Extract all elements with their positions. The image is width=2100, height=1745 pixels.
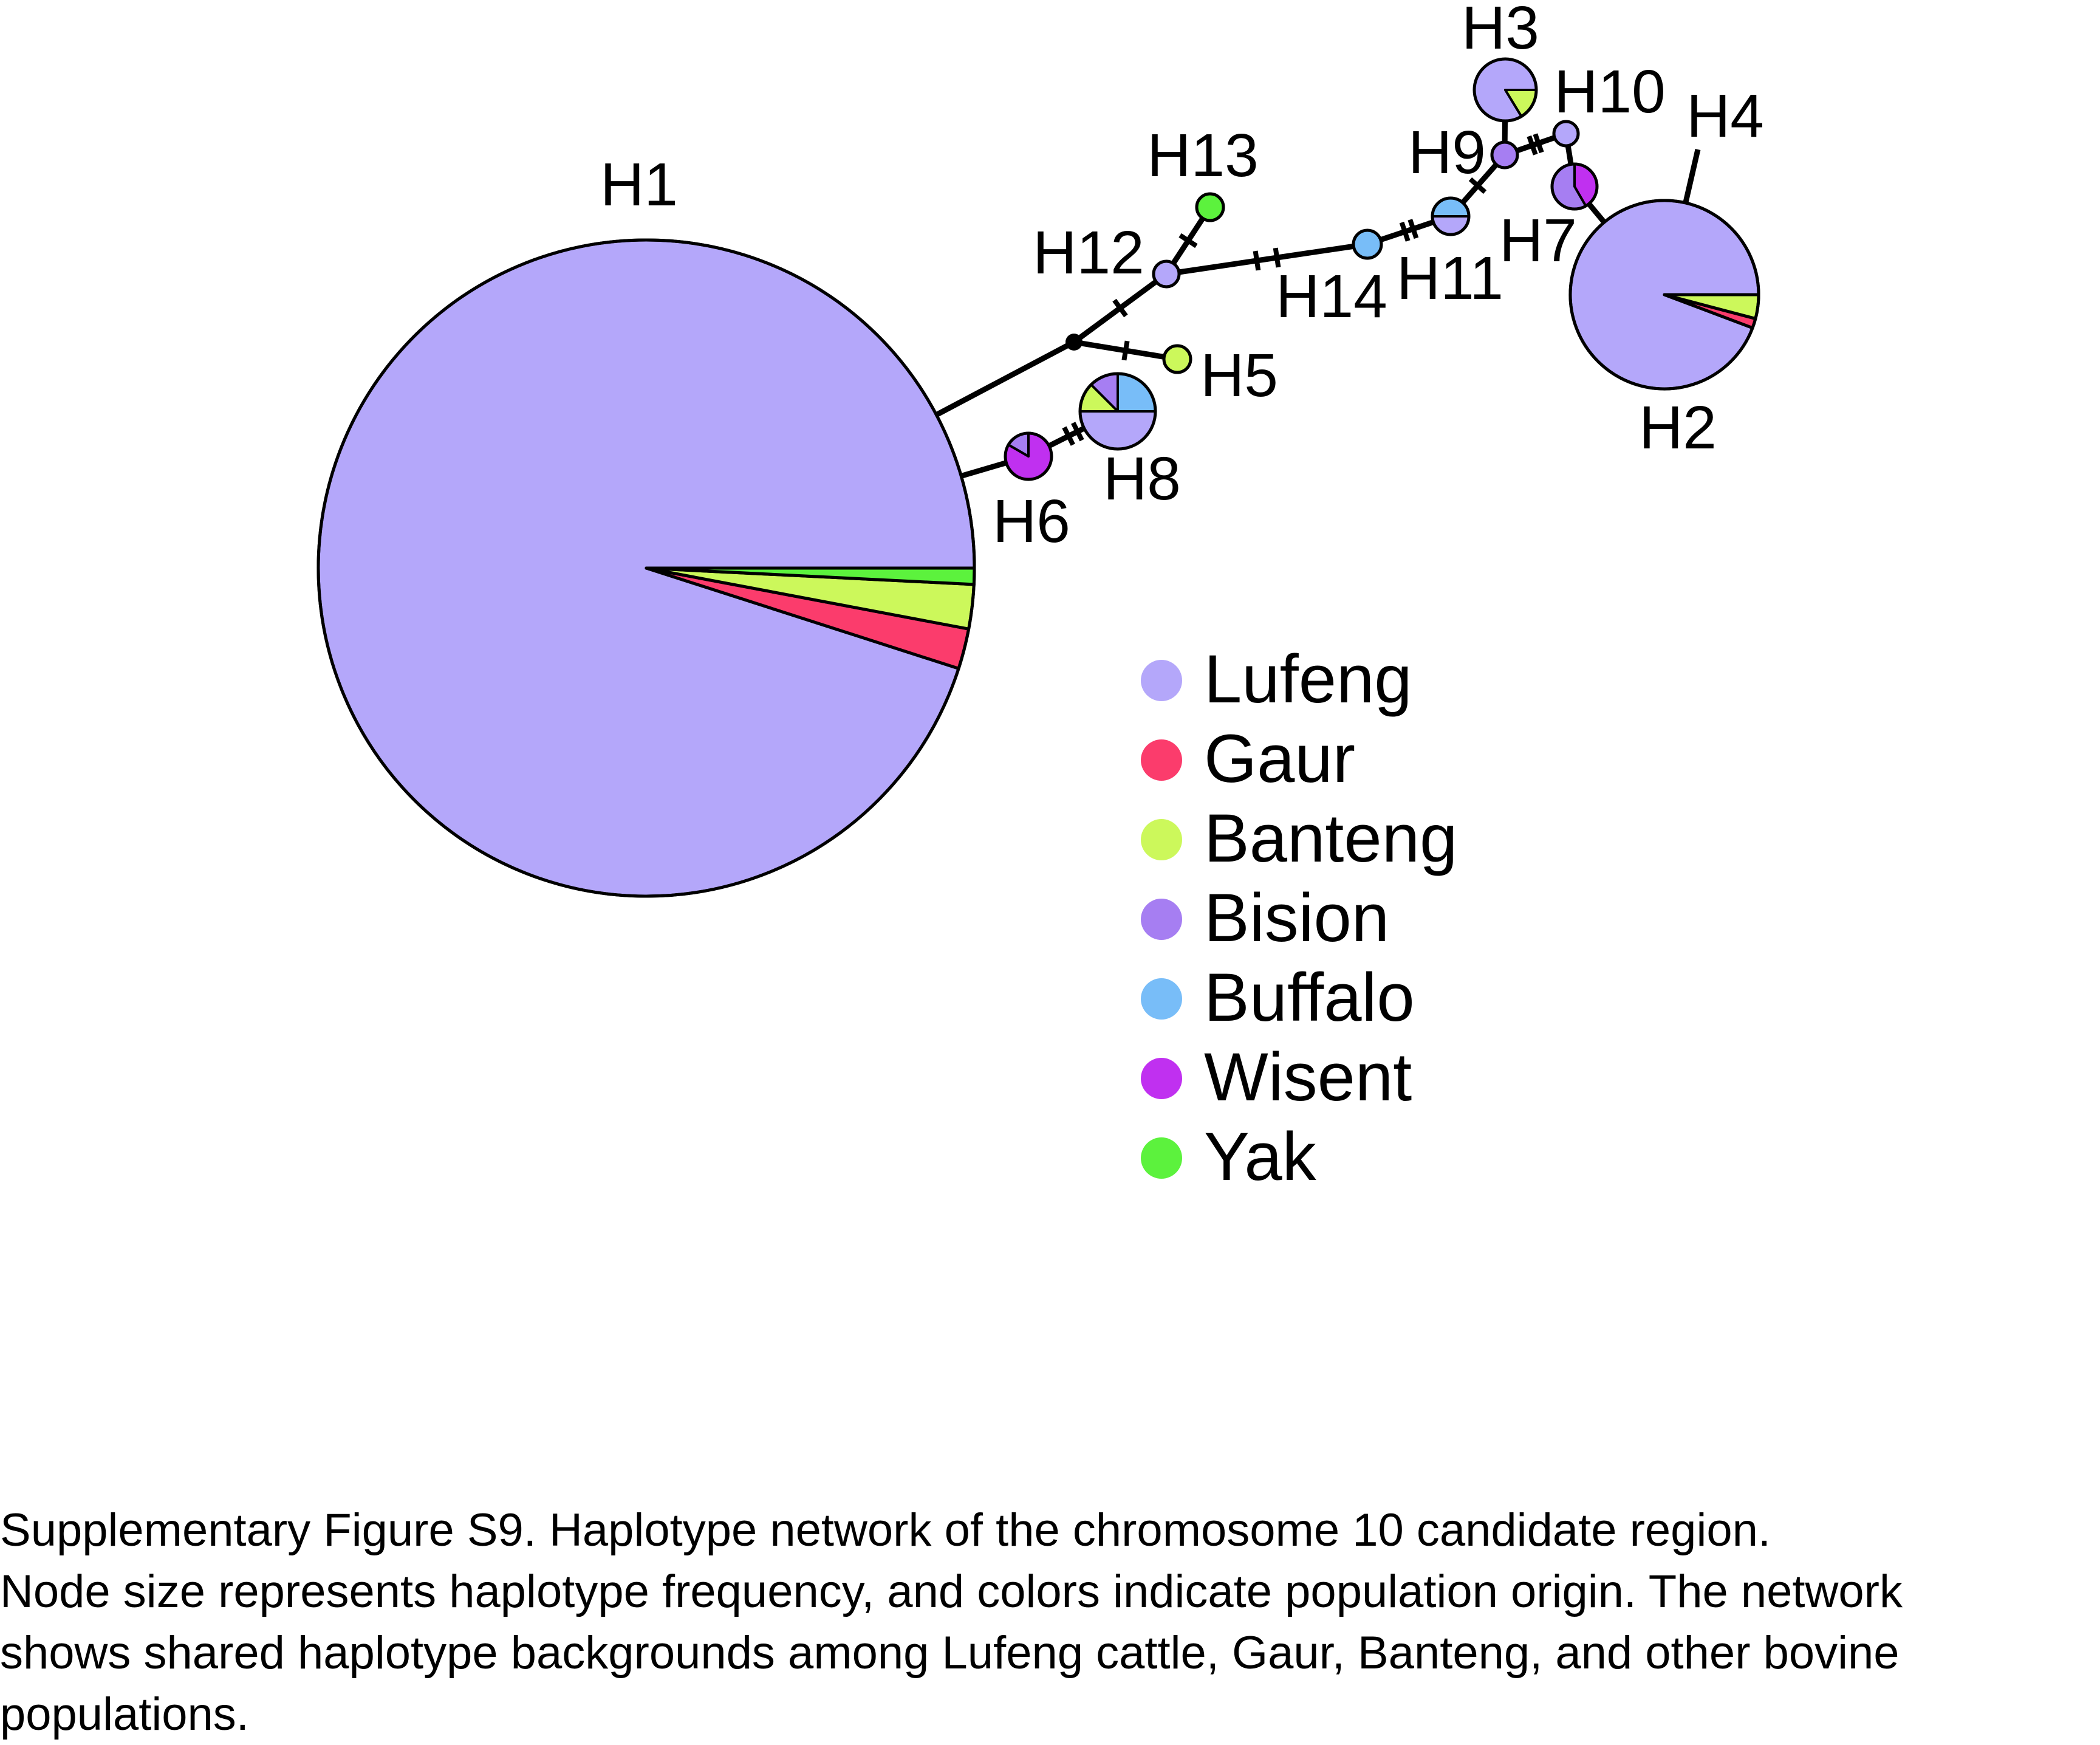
pie-slice-lufeng <box>1152 259 1181 289</box>
mutation-step-mark <box>1533 133 1544 154</box>
mutation-step-mark <box>1178 233 1198 249</box>
haplotype-node-h5 <box>1162 344 1192 374</box>
haplotype-label-h12: H12 <box>1033 219 1144 287</box>
node-outline <box>1004 431 1053 481</box>
legend-label: Lufeng <box>1204 641 1412 717</box>
mutation-step-mark <box>1071 422 1084 442</box>
legend-item-buffalo: Buffalo <box>1141 959 1415 1035</box>
mutation-step-mark <box>1527 135 1538 156</box>
pie-slice-lufeng <box>1431 215 1470 236</box>
haplotype-label-h8: H8 <box>1103 445 1181 513</box>
haplotype-label-h3: H3 <box>1462 0 1539 62</box>
legend-item-gaur: Gaur <box>1141 721 1355 797</box>
haplotype-label-h6: H6 <box>993 487 1070 555</box>
pie-slice-yak <box>1195 192 1225 222</box>
haplotype-label-h2: H2 <box>1639 394 1717 462</box>
pie-slice-lufeng <box>1079 410 1157 450</box>
haplotype-label-h1: H1 <box>600 151 678 219</box>
legend-item-yak: Yak <box>1141 1119 1317 1195</box>
haplotype-node-h7 <box>1550 162 1599 211</box>
mutation-step-mark <box>1273 247 1281 268</box>
legend-swatch <box>1141 1058 1182 1099</box>
legend-label: Gaur <box>1204 721 1355 797</box>
haplotype-node-h11 <box>1431 196 1471 236</box>
legend-label: Buffalo <box>1204 959 1415 1035</box>
caption-line-2: Node size represents haplotype frequency… <box>0 1566 1903 1617</box>
legend-item-banteng: Banteng <box>1141 800 1457 876</box>
network-link <box>935 340 1076 417</box>
pie-slice-lufeng <box>1552 120 1580 148</box>
node-outline <box>1568 199 1760 391</box>
haplotype-node-h13 <box>1195 192 1225 222</box>
mutation-step-mark <box>1399 221 1411 242</box>
network-link <box>1166 241 1368 277</box>
mutation-step-mark <box>1468 177 1487 194</box>
mutation-step-mark <box>1407 219 1419 239</box>
legend-label: Wisent <box>1204 1039 1412 1115</box>
caption-line-3: shows shared haplotype backgrounds among… <box>0 1627 1900 1679</box>
node-outline <box>1472 57 1538 123</box>
legend-label: Yak <box>1204 1119 1317 1195</box>
network-nodes <box>316 57 1760 898</box>
legend-swatch <box>1141 819 1182 860</box>
pie-slice-bision <box>1490 140 1519 170</box>
haplotype-node-h3 <box>1472 57 1538 123</box>
pie-slice-buffalo <box>1352 228 1383 260</box>
pie-slice-banteng <box>1162 344 1192 374</box>
legend-swatch <box>1141 739 1182 781</box>
haplotype-label-h7: H7 <box>1499 207 1577 275</box>
haplotype-label-h13: H13 <box>1147 122 1258 190</box>
node-outline <box>1550 162 1599 211</box>
haplotype-node-h10 <box>1552 120 1580 148</box>
legend-item-wisent: Wisent <box>1141 1039 1412 1115</box>
haplotype-label-h14: H14 <box>1276 262 1387 331</box>
haplotype-node-h2 <box>1568 199 1760 391</box>
mutation-step-mark <box>1121 340 1130 361</box>
median-vector-node <box>1065 334 1082 351</box>
legend-item-bision: Bision <box>1141 880 1389 956</box>
legend-label: Bision <box>1204 880 1389 956</box>
legend-item-lufeng: Lufeng <box>1141 641 1412 717</box>
haplotype-node-h12 <box>1152 259 1181 289</box>
mutation-step-mark <box>1253 250 1261 271</box>
haplotype-label-h5: H5 <box>1200 341 1278 410</box>
haplotype-label-h10: H10 <box>1554 58 1665 126</box>
haplotype-node-h8 <box>1078 372 1157 451</box>
haplotype-label-h4: H4 <box>1686 82 1764 150</box>
legend-label: Banteng <box>1204 800 1457 876</box>
caption-line-4: populations. <box>0 1688 249 1740</box>
caption-line-1: Supplementary Figure S9. Haplotype netwo… <box>0 1504 1771 1556</box>
legend-swatch <box>1141 978 1182 1020</box>
haplotype-node-h6 <box>1004 431 1053 481</box>
haplotype-label-h9: H9 <box>1408 118 1486 187</box>
mutation-step-mark <box>1062 426 1075 446</box>
figure-caption: Supplementary Figure S9. Haplotype netwo… <box>0 1500 2100 1745</box>
node-outline <box>1078 372 1157 451</box>
haplotype-node-h1 <box>316 238 976 898</box>
node-outline <box>316 238 976 898</box>
haplotype-label-h11: H11 <box>1397 244 1503 312</box>
mutation-step-mark <box>1112 298 1128 318</box>
node-outline <box>1431 196 1471 236</box>
haplotype-node-h9 <box>1490 140 1519 170</box>
haplotype-node-h14 <box>1352 228 1383 260</box>
legend-swatch <box>1141 1137 1182 1179</box>
legend-swatch <box>1141 660 1182 701</box>
legend-swatch <box>1141 899 1182 940</box>
